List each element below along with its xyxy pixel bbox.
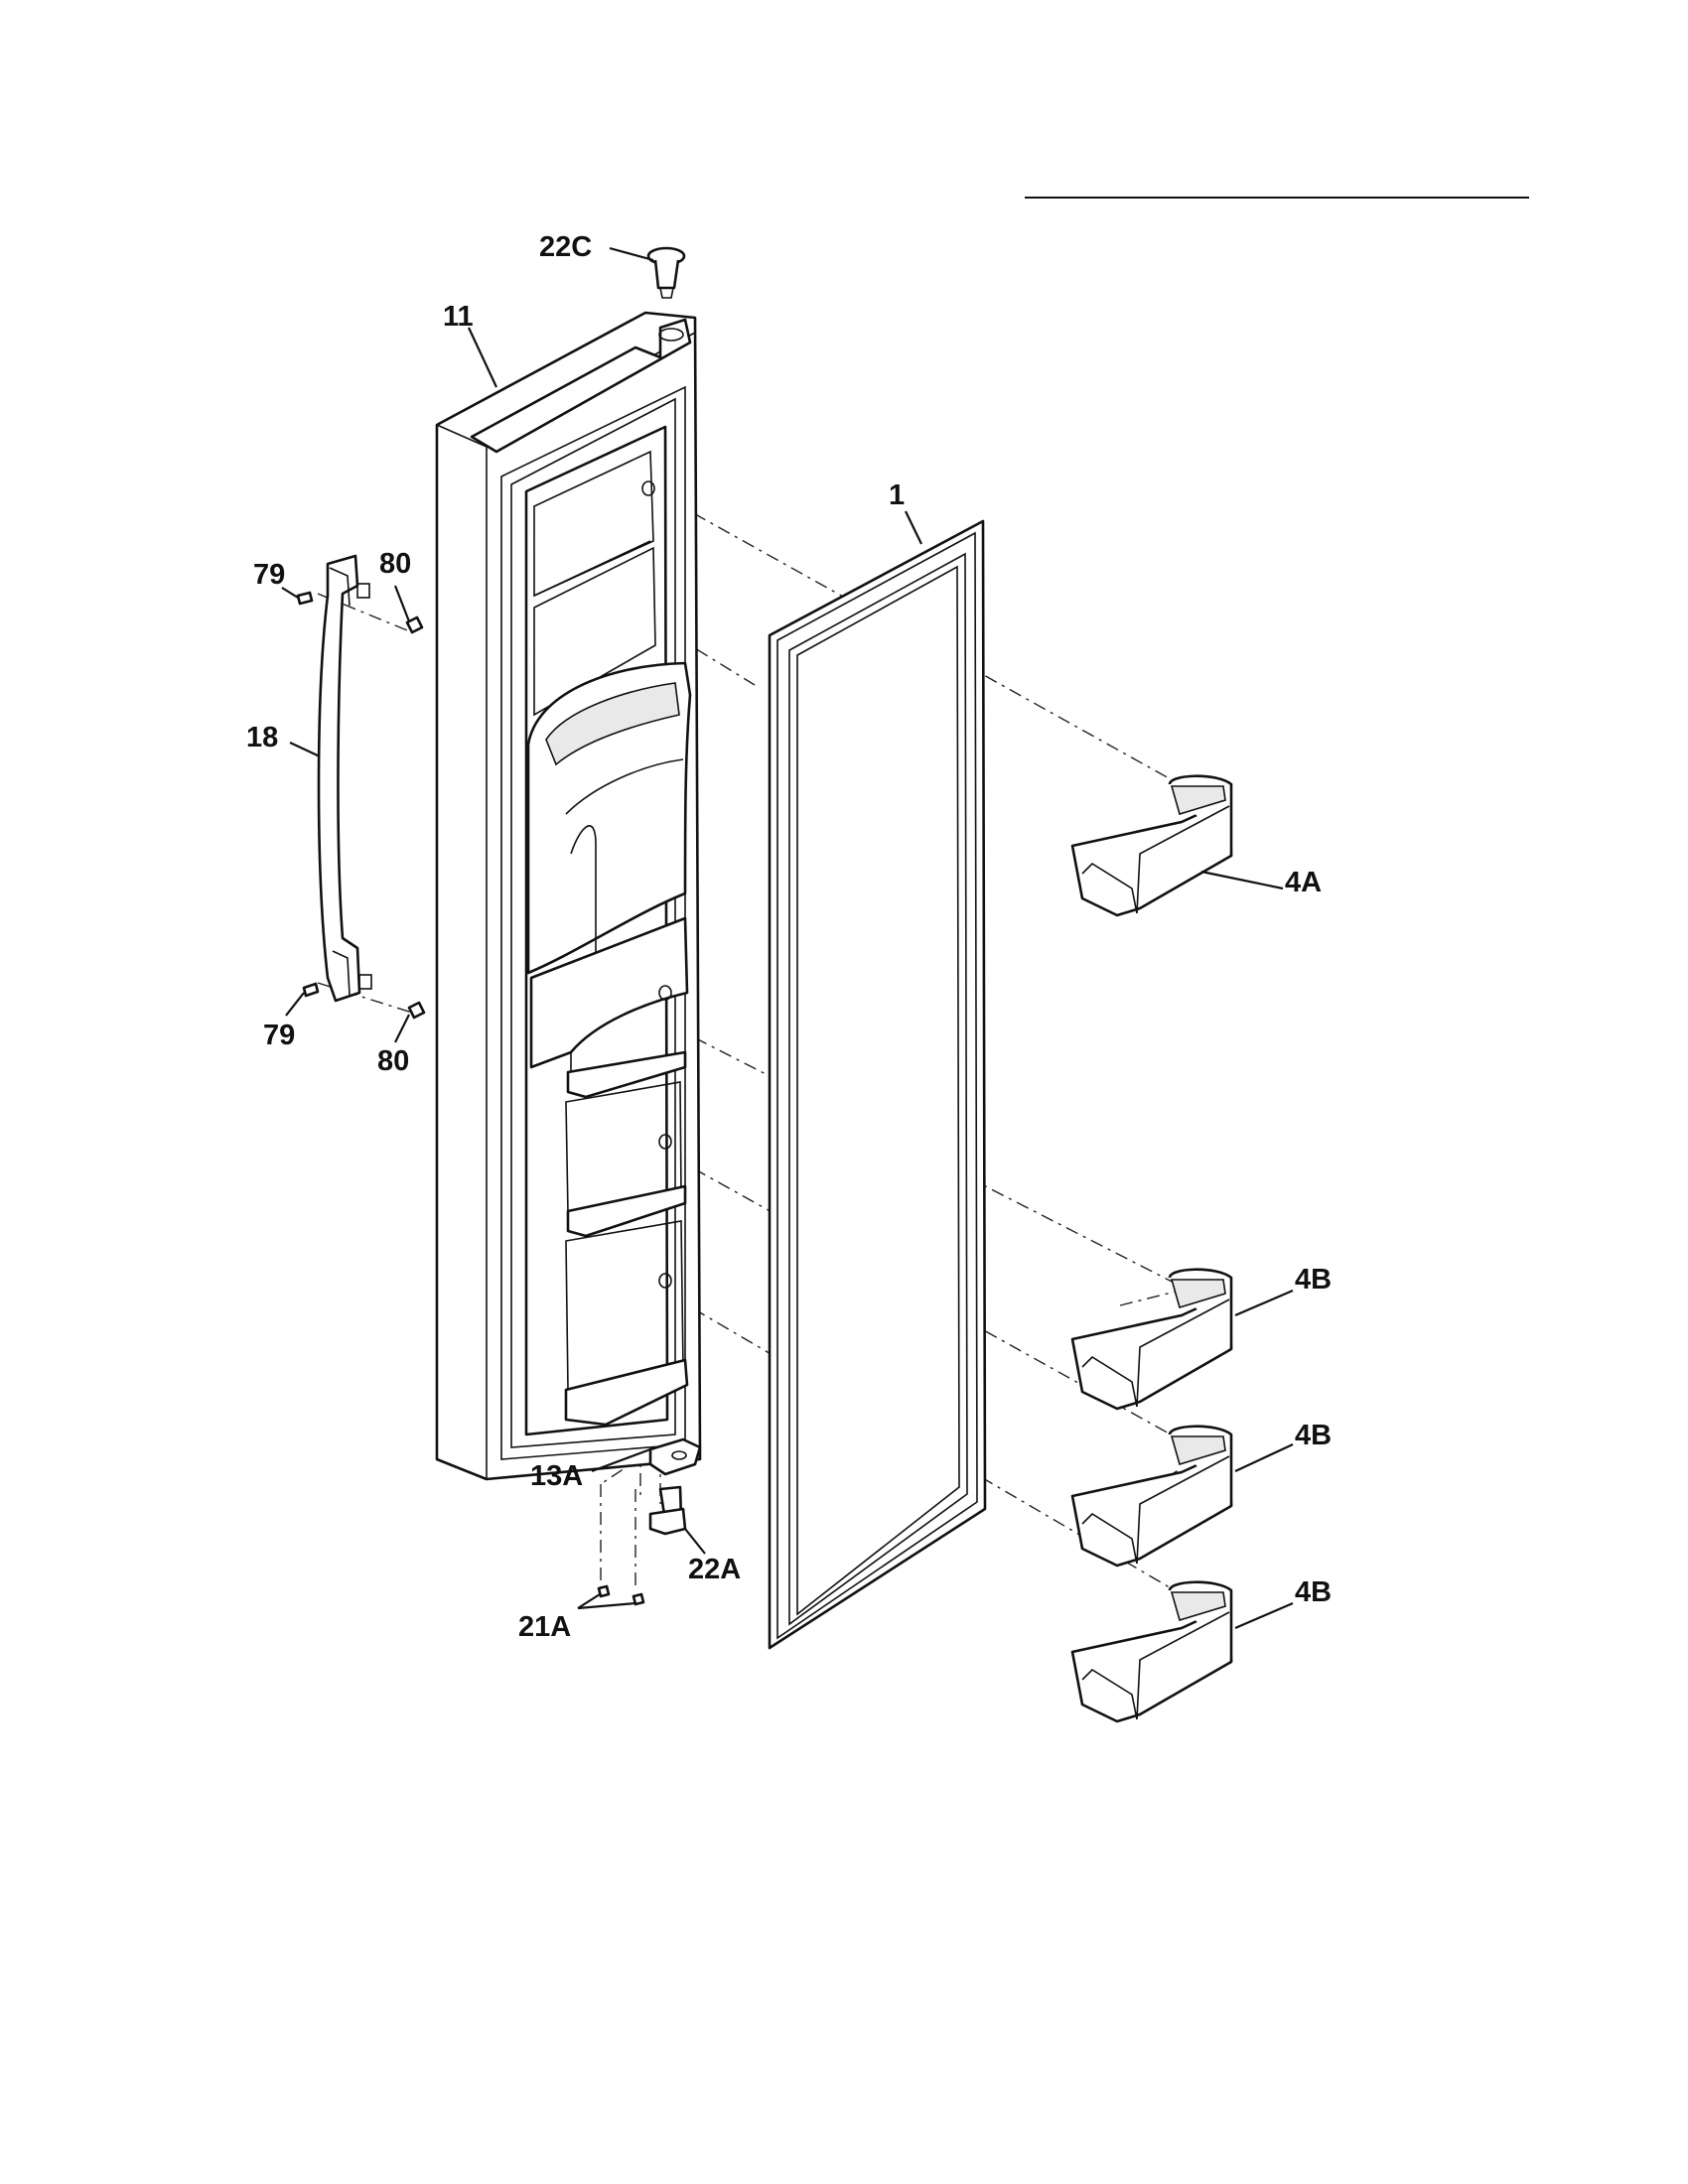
bin-4b-2 [1070, 1425, 1233, 1568]
label-bin-4b-1: 4B [1295, 1264, 1332, 1296]
hinge-parts [597, 1437, 702, 1606]
label-screw-bottom: 79 [263, 1020, 295, 1051]
label-door: 11 [443, 301, 474, 333]
label-gasket: 1 [889, 479, 905, 511]
label-bolt-bottom: 80 [377, 1045, 409, 1077]
door-bins [1070, 774, 1233, 1723]
label-hinge-screws: 21A [518, 1611, 571, 1643]
handle-part [317, 554, 372, 1003]
fasteners-handle [296, 591, 426, 1020]
callout-labels: 11 22C 1 79 80 18 79 80 4A 4B 4B 4B 13A … [246, 231, 1332, 1643]
label-top-cap: 22C [539, 231, 592, 263]
label-bin-4a: 4A [1285, 867, 1322, 898]
gasket-part [768, 519, 987, 1650]
label-handle: 18 [246, 722, 278, 753]
door-assembly [435, 311, 702, 1481]
bin-4b-3 [1070, 1580, 1233, 1723]
label-bin-4b-3: 4B [1295, 1576, 1332, 1608]
bin-4a [1070, 774, 1233, 917]
label-bin-4b-2: 4B [1295, 1420, 1332, 1451]
label-bolt-top: 80 [379, 548, 411, 580]
label-screw-top: 79 [253, 559, 285, 591]
top-cap-part [646, 246, 686, 299]
leader-lines [281, 246, 1294, 1630]
label-bushing: 22A [688, 1554, 741, 1585]
bin-4b-1 [1070, 1268, 1233, 1411]
label-hinge: 13A [530, 1460, 583, 1492]
